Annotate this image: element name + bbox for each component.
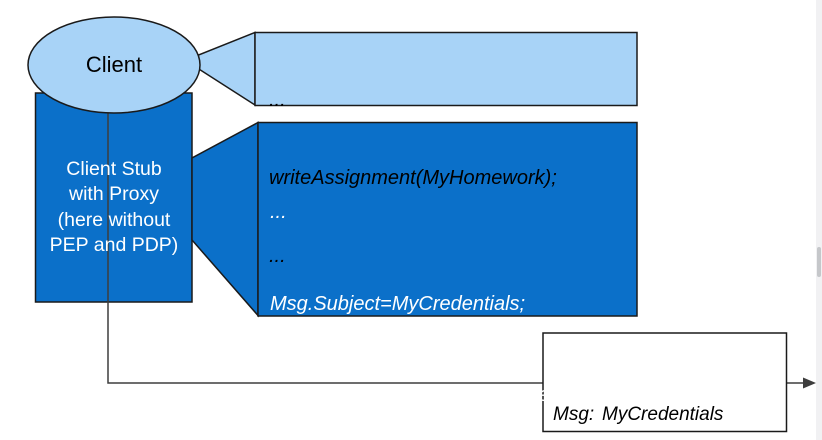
- scrollbar-thumb[interactable]: [817, 247, 821, 277]
- client-stub-line: PEP and PDP): [49, 234, 179, 256]
- client-stub-box: [34, 92, 193, 303]
- call-callout-pointer: [190, 31, 256, 107]
- client-stub-line: Client Stub: [66, 157, 162, 180]
- stub-callout-body: [257, 121, 638, 317]
- call-snippet-line: ...: [269, 89, 286, 111]
- stub-snippet-line: Msg.Subject=MyCredentials;: [270, 292, 526, 315]
- connector-line: [107, 70, 543, 384]
- call-snippet-line: writeAssignment(MyHomework);: [269, 167, 557, 189]
- scrollbar[interactable]: [816, 0, 822, 440]
- client-stub-label: Client Stub with Proxy (here without PEP…: [36, 113, 192, 302]
- message-label: Msg:: [553, 404, 595, 425]
- stub-snippet: ... Msg.Subject=MyCredentials; Msg.Metho…: [270, 136, 600, 440]
- client-ellipse: [27, 16, 201, 114]
- message-value: MyCredentials: [602, 404, 724, 425]
- call-callout-body: [254, 31, 638, 107]
- message-row: Msg: MyCredentials: [553, 400, 768, 430]
- client-stub-line: with Proxy: [69, 183, 159, 205]
- message-box: [542, 332, 788, 433]
- client-label: Client: [85, 52, 143, 77]
- stub-snippet-line: ...: [270, 201, 287, 223]
- client-stub-line: (here without: [57, 208, 171, 231]
- call-snippet: ... writeAssignment(MyHomework); ...: [269, 35, 557, 321]
- stub-snippet-line: Msg.Method_Id=writeAssignment_Id;: [270, 384, 600, 406]
- arrow-head-icon: [803, 377, 816, 389]
- call-snippet-line: ...: [269, 245, 286, 267]
- stub-callout-pointer: [191, 121, 259, 318]
- message-box-content: Msg: MyCredentials writeAssignment_Id My…: [553, 341, 768, 440]
